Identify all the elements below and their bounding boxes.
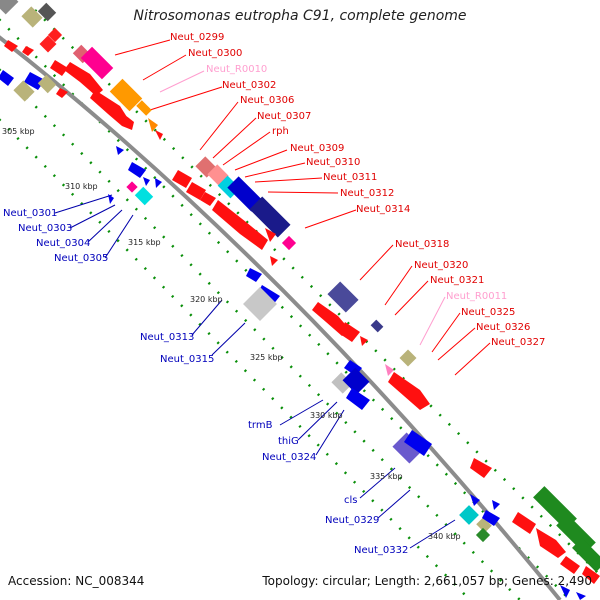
gene-label: Neut_0306 (240, 95, 294, 106)
scale-label: 315 kbp (128, 238, 161, 247)
gene-label: rph (272, 126, 289, 137)
gene-label: Neut_0324 (262, 452, 316, 463)
gene-cluster-0301-0305 (108, 146, 162, 206)
gene-label: Neut_0320 (414, 260, 468, 271)
leaders-top (114, 39, 491, 376)
gene-label: Neut_0301 (3, 208, 57, 219)
gene-cluster-0318-0327 (312, 281, 492, 478)
scale-label: 325 kbp (250, 353, 283, 362)
genome-summary-text: Topology: circular; Length: 2,661,057 bp… (262, 574, 592, 588)
gene-cluster-0313-0315 (243, 268, 280, 321)
gene-cluster-0306-0314 (172, 156, 297, 266)
gene-label: Neut_0302 (222, 80, 276, 91)
scale-label: 340 kbp (428, 532, 461, 541)
gene-label: Neut_0309 (290, 143, 344, 154)
gene-cluster-trmB-0324 (331, 360, 370, 410)
gene-cluster-green (512, 486, 600, 600)
gene-label: Neut_0314 (356, 204, 410, 215)
gene-cluster-0299-0302 (0, 0, 163, 140)
gene-label: Neut_R0010 (206, 64, 267, 75)
gene-label: Neut_0310 (306, 157, 360, 168)
gene-label: Neut_0300 (188, 48, 242, 59)
gene-label: Neut_0332 (354, 545, 408, 556)
gene-label: Neut_0326 (476, 322, 530, 333)
scale-label: 320 kbp (190, 295, 223, 304)
gene-label: Neut_0327 (491, 337, 545, 348)
gene-label: cls (344, 495, 358, 506)
gene-label: Neut_0299 (170, 32, 224, 43)
leaders-bottom (54, 194, 456, 549)
gene-label: Neut_R0011 (446, 291, 507, 302)
track-dots-bottom (0, 68, 521, 600)
map-title: Nitrosomonas eutropha C91, complete geno… (133, 8, 467, 24)
gene-label: Neut_0315 (160, 354, 214, 365)
labels-reverse-strand: Neut_0301 Neut_0303 Neut_0304 Neut_0305 … (3, 208, 408, 556)
accession-text: Accession: NC_008344 (8, 574, 145, 588)
gene-label: trmB (248, 420, 273, 431)
gene-label: Neut_0329 (325, 515, 379, 526)
gene-label: thiG (278, 436, 299, 447)
labels-forward-strand: Neut_0299 Neut_0300 Neut_R0010 Neut_0302… (170, 32, 545, 348)
genome-backbone (0, 35, 562, 600)
gene-label: Neut_0312 (340, 188, 394, 199)
gene-label: Neut_0304 (36, 238, 90, 249)
gene-label: Neut_0318 (395, 239, 449, 250)
gene-label: Neut_0311 (323, 172, 377, 183)
scale-label: 330 kbp (310, 411, 343, 420)
gene-cluster-cls-0332 (392, 430, 500, 543)
scale-label: 305 kbp (2, 127, 35, 136)
gene-label: Neut_0321 (430, 275, 484, 286)
gene-label: Neut_0325 (461, 307, 515, 318)
gene-label: Neut_0307 (257, 111, 311, 122)
gene-label: Neut_0313 (140, 332, 194, 343)
scale-label: 310 kbp (65, 182, 98, 191)
gene-label: Neut_0305 (54, 253, 108, 264)
gene-label: Neut_0303 (18, 223, 72, 234)
scale-label: 335 kbp (370, 472, 403, 481)
scale-labels: 305 kbp 310 kbp 315 kbp 320 kbp 325 kbp … (2, 127, 461, 541)
